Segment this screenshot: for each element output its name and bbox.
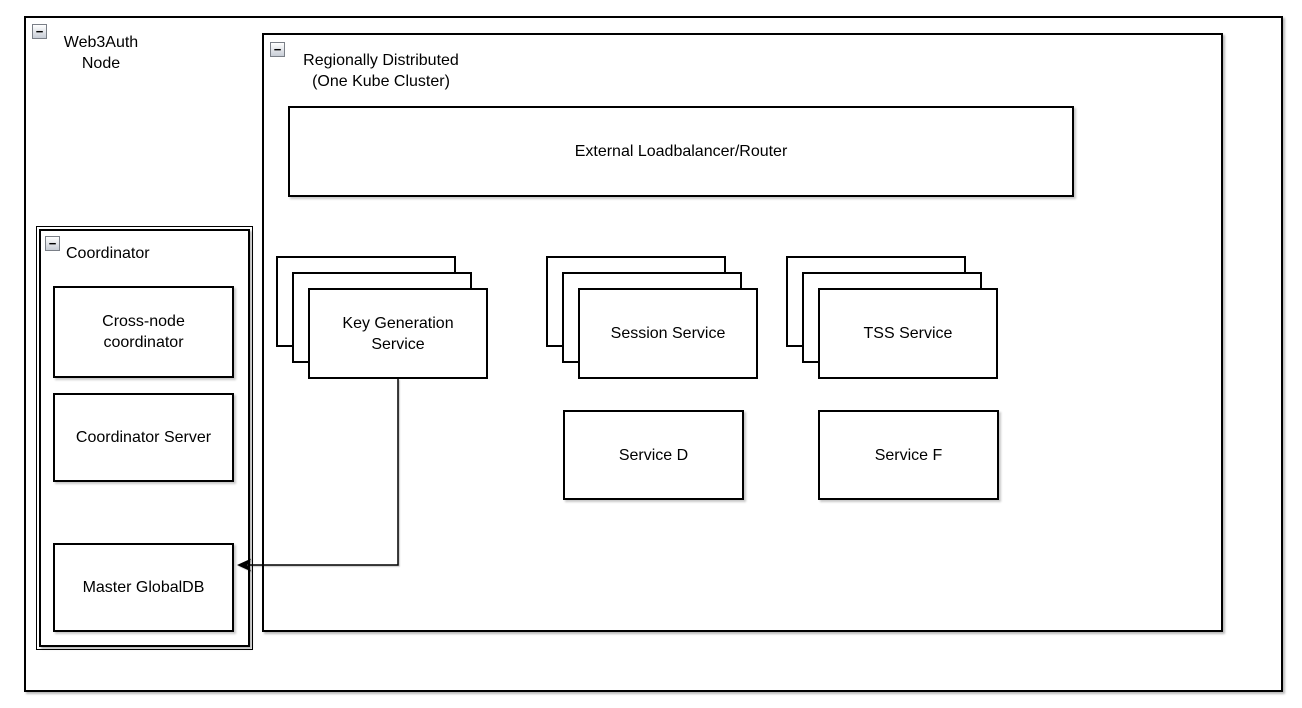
keygen-label-line1: Key Generation <box>342 314 454 332</box>
region-collapse-button[interactable]: − <box>270 42 285 57</box>
key-generation-service-stack[interactable]: Key Generation Service <box>276 256 488 379</box>
coordinator-server-label: Coordinator Server <box>75 429 212 446</box>
regionally-distributed-label: Regionally Distributed (One Kube Cluster… <box>283 50 479 92</box>
session-service-stack[interactable]: Session Service <box>546 256 758 379</box>
web3auth-collapse-button[interactable]: − <box>32 24 47 39</box>
external-loadbalancer-label: External Loadbalancer/Router <box>574 143 788 160</box>
web3auth-node-label: Web3Auth Node <box>42 32 160 74</box>
cross-node-coordinator-box[interactable]: Cross-node coordinator <box>53 286 234 378</box>
service-f-label: Service F <box>874 446 943 464</box>
key-generation-service-box[interactable]: Key Generation Service <box>308 288 488 379</box>
web3auth-label-line2: Node <box>81 55 121 72</box>
service-d-label: Service D <box>618 446 689 464</box>
cross-node-label-line1: Cross-node <box>102 313 185 330</box>
tss-service-label: TSS Service <box>863 325 953 342</box>
minus-icon: − <box>35 24 44 39</box>
minus-icon: − <box>48 236 57 251</box>
coordinator-label: Coordinator <box>66 245 150 262</box>
coordinator-server-box[interactable]: Coordinator Server <box>53 393 234 482</box>
keygen-label-line2: Service <box>371 335 425 353</box>
cross-node-label-line2: coordinator <box>103 334 184 351</box>
web3auth-label-line1: Web3Auth <box>63 34 139 51</box>
master-globaldb-box[interactable]: Master GlobalDB <box>53 543 234 632</box>
region-label-line1: Regionally Distributed <box>303 52 459 69</box>
service-d-box[interactable]: Service D <box>563 410 744 500</box>
session-service-box[interactable]: Session Service <box>578 288 758 379</box>
region-label-line2: (One Kube Cluster) <box>312 73 450 90</box>
tss-service-box[interactable]: TSS Service <box>818 288 998 379</box>
coordinator-collapse-button[interactable]: − <box>45 236 60 251</box>
session-service-label: Session Service <box>610 325 726 342</box>
service-f-box[interactable]: Service F <box>818 410 999 500</box>
tss-service-stack[interactable]: TSS Service <box>786 256 998 379</box>
master-globaldb-label: Master GlobalDB <box>82 579 205 596</box>
minus-icon: − <box>273 42 282 57</box>
external-loadbalancer-box[interactable]: External Loadbalancer/Router <box>288 106 1074 197</box>
